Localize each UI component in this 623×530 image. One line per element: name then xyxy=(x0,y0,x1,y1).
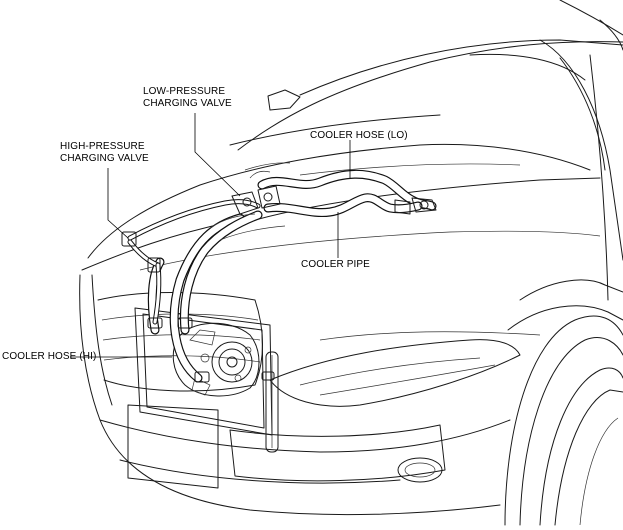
label-cooler-hose-hi: COOLER HOSE (HI) xyxy=(2,351,97,362)
leader-lines xyxy=(70,113,351,358)
leader-high-pressure xyxy=(107,168,129,239)
label-high-pressure-charging-valve: HIGH-PRESSURE CHARGING VALVE xyxy=(60,141,149,164)
label-cooler-hose-lo: COOLER HOSE (LO) xyxy=(310,130,408,141)
leader-low-pressure xyxy=(194,113,241,197)
compressor xyxy=(172,322,260,397)
label-cooler-pipe: COOLER PIPE xyxy=(301,259,370,270)
condenser xyxy=(134,307,279,453)
label-low-pressure-charging-valve: LOW-PRESSURE CHARGING VALVE xyxy=(143,86,232,109)
refrigerant-lines xyxy=(121,162,437,383)
